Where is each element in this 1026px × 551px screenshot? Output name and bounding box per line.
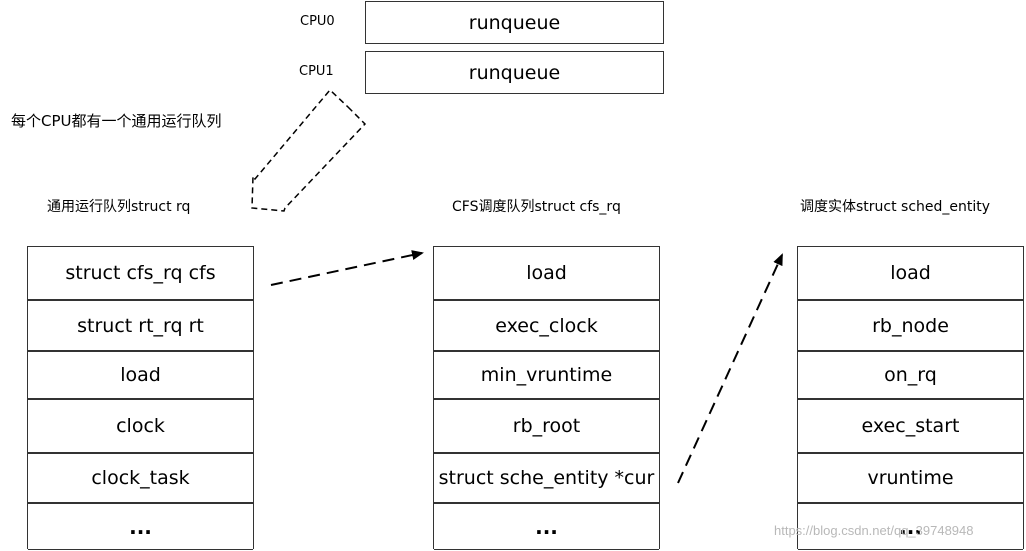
rq-table: struct cfs_rq cfs struct rt_rq rt load c… [27,246,254,550]
sched-entity-row-more: ... [798,504,1023,550]
cfs-rq-row-exec-clock: exec_clock [434,301,659,352]
rq-row-clock-task: clock_task [28,454,253,504]
rq-row-rt: struct rt_rq rt [28,301,253,352]
per-cpu-note: 每个CPU都有一个通用运行队列 [11,112,222,130]
cpu1-runqueue-box: runqueue [365,51,664,94]
cpu0-label: CPU0 [300,14,335,29]
rq-row-more: ... [28,504,253,550]
rq-row-clock: clock [28,400,253,454]
sched-entity-row-vruntime: vruntime [798,454,1023,504]
rq-row-load: load [28,352,253,400]
cfs-rq-row-load: load [434,247,659,301]
rq-title: 通用运行队列struct rq [47,199,191,215]
hollow-dashed-arrow [251,88,367,212]
rq-to-cfs-rq-arrow [270,250,424,286]
cfs-rq-table: load exec_clock min_vruntime rb_root str… [433,246,660,550]
cfs-rq-row-more: ... [434,504,659,550]
sched-entity-row-exec-start: exec_start [798,400,1023,454]
cfs-rq-to-sched-entity-arrow [677,253,783,484]
sched-entity-row-load: load [798,247,1023,301]
sched-entity-table: load rb_node on_rq exec_start vruntime .… [797,246,1024,550]
sched-entity-title: 调度实体struct sched_entity [800,199,991,215]
cpu1-label: CPU1 [299,64,334,79]
cfs-rq-row-cur: struct sche_entity *cur [434,454,659,504]
cfs-rq-row-rb-root: rb_root [434,400,659,454]
cfs-rq-title: CFS调度队列struct cfs_rq [452,199,621,215]
sched-entity-row-on-rq: on_rq [798,352,1023,400]
sched-entity-row-rb-node: rb_node [798,301,1023,352]
watermark: https://blog.csdn.net/qq_39748948 [774,523,974,538]
cpu0-runqueue-box: runqueue [365,1,664,44]
rq-row-cfs: struct cfs_rq cfs [28,247,253,301]
cfs-rq-row-min-vruntime: min_vruntime [434,352,659,400]
